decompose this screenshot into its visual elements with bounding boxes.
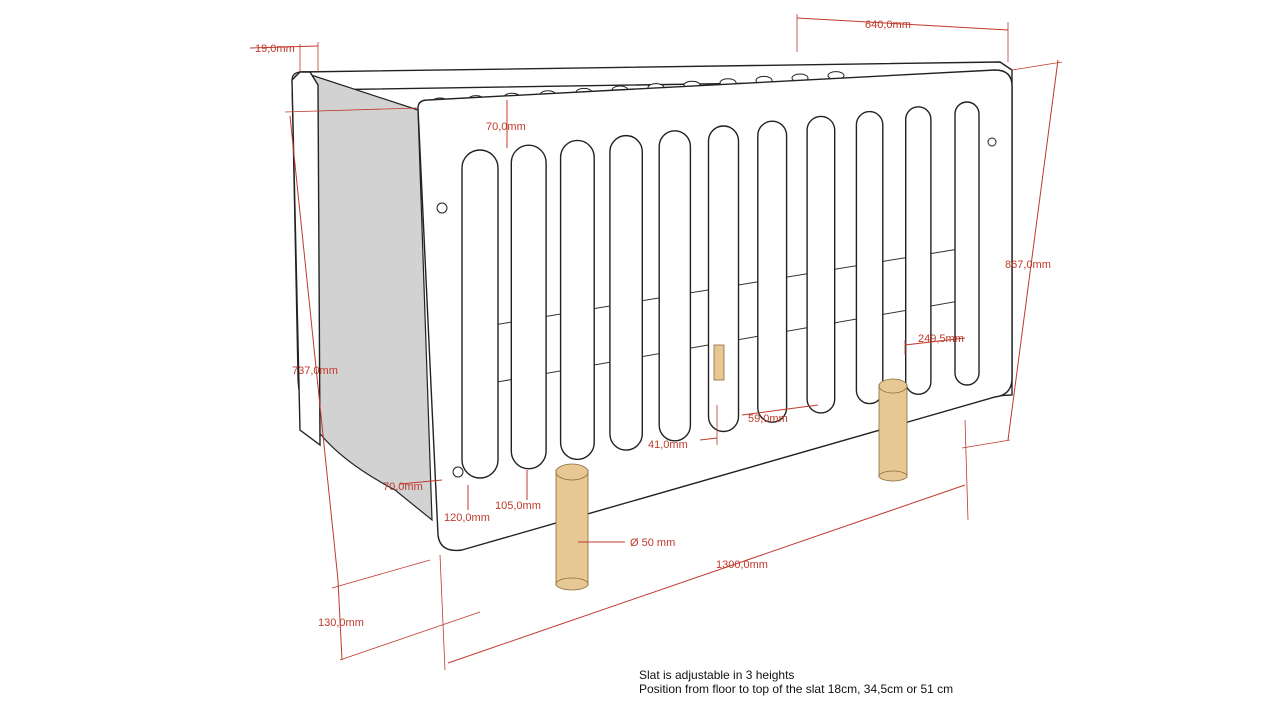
slat-openings bbox=[461, 101, 980, 479]
dim-length: 1300,0mm bbox=[716, 559, 768, 571]
left-side-edge bbox=[291, 71, 321, 447]
dim-slat-spacing: 41,0mm bbox=[648, 439, 688, 451]
slat-opening bbox=[510, 144, 547, 470]
slat-opening bbox=[461, 149, 499, 479]
note-line-1: Slat is adjustable in 3 heights bbox=[639, 668, 795, 682]
leg-front-right bbox=[878, 378, 908, 482]
dim-side-height: 737,0mm bbox=[292, 365, 338, 377]
slat-opening bbox=[658, 130, 692, 442]
leg-back bbox=[713, 344, 725, 381]
dim-slat-gap-top: 70,0mm bbox=[486, 121, 526, 133]
screw-hole-left-top bbox=[436, 202, 448, 214]
leg-front-left bbox=[555, 463, 589, 591]
slat-opening bbox=[559, 139, 595, 461]
slat-opening bbox=[757, 120, 788, 423]
note-line-2: Position from floor to top of the slat 1… bbox=[639, 682, 954, 696]
slat-opening bbox=[609, 134, 643, 451]
dim-bottom-margin: 70,0mm bbox=[383, 481, 423, 493]
dim-leg-height: 130,0mm bbox=[318, 617, 364, 629]
screw-hole-right-top bbox=[987, 137, 997, 147]
slat-opening bbox=[855, 110, 884, 405]
dim-width-top: 640,0mm bbox=[865, 19, 911, 31]
dim-panel-thickness: 19,0mm bbox=[255, 43, 295, 55]
slat-height-note: Slat is adjustable in 3 heights Position… bbox=[639, 668, 953, 696]
slat-opening bbox=[905, 106, 932, 395]
slat-opening bbox=[806, 115, 836, 414]
slat-opening bbox=[707, 125, 740, 433]
dim-bottom-panel: 120,0mm bbox=[444, 512, 490, 524]
screw-hole-left-bottom bbox=[452, 466, 464, 478]
dim-leg-diameter: Ø 50 mm bbox=[630, 537, 675, 549]
slat-opening bbox=[954, 101, 980, 386]
dim-gap-right: 249,5mm bbox=[918, 333, 964, 345]
dimension-lines bbox=[249, 14, 1063, 671]
dim-total-height: 867,0mm bbox=[1005, 259, 1051, 271]
dim-slat-width: 59,0mm bbox=[748, 413, 788, 425]
dim-leg-visible: 105,0mm bbox=[495, 500, 541, 512]
